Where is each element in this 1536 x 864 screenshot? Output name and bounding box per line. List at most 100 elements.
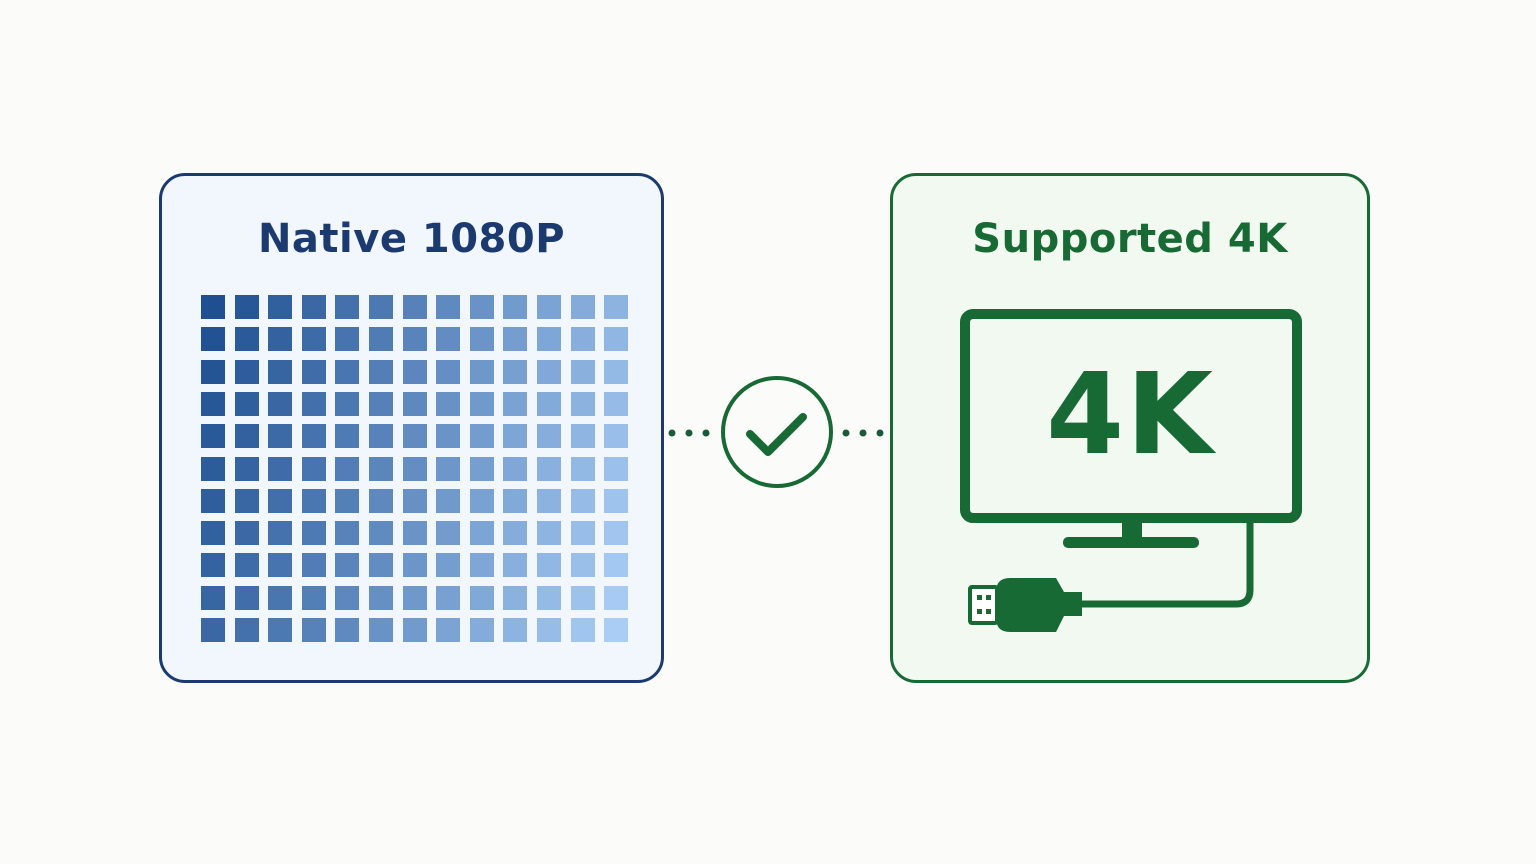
pixel-square [369, 295, 393, 319]
pixel-square [201, 391, 225, 416]
pixel-square [604, 585, 629, 610]
pixel-square [570, 424, 595, 449]
pixel-square [234, 521, 259, 546]
checkmark-circle-icon [721, 376, 833, 488]
pixel-square [201, 424, 225, 449]
pixel-square [604, 456, 629, 481]
pixel-square [503, 391, 528, 416]
pixel-square [369, 521, 393, 546]
pixel-square [268, 553, 293, 578]
pixel-square [268, 585, 293, 610]
pixel-square [402, 359, 427, 384]
pixel-square [604, 553, 629, 578]
pixel-square [335, 391, 360, 416]
pixel-square [301, 424, 326, 449]
pixel-square [604, 488, 629, 513]
pixel-square [369, 553, 393, 578]
pixel-square [335, 295, 360, 319]
supported-card-title: Supported 4K [972, 216, 1288, 262]
pixel-square [604, 359, 629, 384]
pixel-square [301, 585, 326, 610]
pixel-square [537, 424, 561, 449]
pixel-square [570, 295, 595, 319]
pixel-square [201, 553, 225, 578]
pixel-square [570, 391, 595, 416]
pixel-square [436, 295, 461, 319]
pixel-square [469, 424, 494, 449]
pixel-square [234, 327, 259, 352]
dotted-connector-left [668, 429, 710, 437]
pixel-square [436, 488, 461, 513]
pixel-square [570, 553, 595, 578]
pixel-square [234, 391, 259, 416]
pixel-square [402, 327, 427, 352]
pixel-square [503, 521, 528, 546]
pixel-square [570, 521, 595, 546]
pixel-square [335, 521, 360, 546]
pixel-square [369, 391, 393, 416]
pixel-square [201, 618, 225, 642]
pixel-square [469, 391, 494, 416]
pixel-square [570, 618, 595, 642]
pixel-square [469, 585, 494, 610]
pixel-square [537, 585, 561, 610]
pixel-square [537, 295, 561, 319]
pixel-square [604, 295, 629, 319]
pixel-square [604, 391, 629, 416]
pixel-square [268, 359, 293, 384]
pixel-square [268, 488, 293, 513]
pixel-square [570, 456, 595, 481]
pixel-square [234, 553, 259, 578]
pixel-square [469, 295, 494, 319]
pixel-square [503, 553, 528, 578]
pixel-square [570, 585, 595, 610]
pixel-square [503, 488, 528, 513]
pixel-square [201, 359, 225, 384]
dotted-connector-right [842, 429, 884, 437]
pixel-square [402, 521, 427, 546]
pixel-square [537, 553, 561, 578]
pixel-square [503, 327, 528, 352]
pixel-square [335, 488, 360, 513]
pixel-square [234, 488, 259, 513]
pixel-square [537, 456, 561, 481]
pixel-square [335, 585, 360, 610]
pixel-square [402, 618, 427, 642]
pixel-square [369, 359, 393, 384]
pixel-square [301, 488, 326, 513]
pixel-square [436, 585, 461, 610]
pixel-square [268, 618, 293, 642]
pixel-square [234, 295, 259, 319]
pixel-square [604, 424, 629, 449]
pixel-square [335, 327, 360, 352]
pixel-square [369, 585, 393, 610]
pixel-square [301, 327, 326, 352]
pixel-square [369, 456, 393, 481]
pixel-square [201, 521, 225, 546]
pixel-square [301, 391, 326, 416]
pixel-square [301, 618, 326, 642]
pixel-square [503, 424, 528, 449]
pixel-square [301, 295, 326, 319]
pixel-square [570, 327, 595, 352]
pixel-square [369, 327, 393, 352]
pixel-square [234, 424, 259, 449]
pixel-square [201, 456, 225, 481]
pixel-square [268, 521, 293, 546]
pixel-square [503, 618, 528, 642]
pixel-square [402, 424, 427, 449]
pixel-square [604, 521, 629, 546]
pixel-square [268, 391, 293, 416]
pixel-square [369, 488, 393, 513]
pixel-square [201, 327, 225, 352]
pixel-square [369, 618, 393, 642]
pixel-square [436, 521, 461, 546]
pixel-square [335, 456, 360, 481]
pixel-square [436, 391, 461, 416]
pixel-square [335, 424, 360, 449]
pixel-square [268, 456, 293, 481]
pixel-square [570, 488, 595, 513]
pixel-square [402, 391, 427, 416]
